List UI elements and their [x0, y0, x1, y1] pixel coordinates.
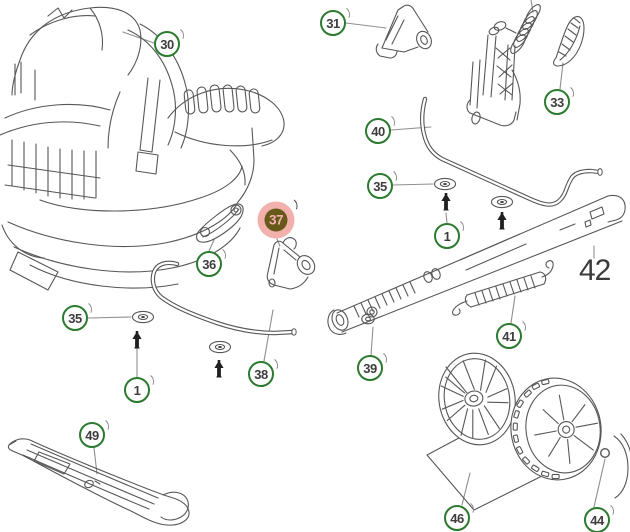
- wheel-tire-drawing: [510, 377, 602, 481]
- callout-39[interactable]: 39: [357, 350, 389, 381]
- wheel-disc-drawing: [438, 352, 516, 446]
- callout-30[interactable]: 30: [154, 26, 186, 57]
- callout-number: 46: [450, 510, 464, 526]
- grip-33-drawing: [553, 15, 585, 67]
- callout-35[interactable]: 35: [62, 300, 94, 331]
- bar-40-drawing: [420, 96, 603, 207]
- callout-35[interactable]: 35: [367, 168, 399, 199]
- nut-39-drawing: [361, 306, 378, 325]
- callout-crescent-mark: [283, 197, 300, 214]
- leader-lines: [87, 0, 606, 508]
- callout-crescent-mark: [140, 372, 156, 390]
- blade-49-drawing: [7, 438, 190, 526]
- callout-number: 38: [254, 366, 268, 382]
- callout-number: 36: [202, 256, 216, 272]
- callout-44[interactable]: 44: [584, 502, 616, 532]
- bracket-31-drawing: [375, 4, 432, 59]
- callout-38[interactable]: 38: [248, 356, 280, 387]
- callout-number: 33: [550, 94, 564, 110]
- callout-33[interactable]: 33: [544, 84, 576, 115]
- part-label-42[interactable]: 42: [579, 254, 611, 287]
- ring-44-drawing: [600, 448, 611, 459]
- callout-number: 35: [373, 178, 387, 194]
- link-36-drawing: [196, 203, 244, 243]
- callout-inner-disc: 37: [264, 208, 288, 232]
- spring-41-drawing: [452, 260, 554, 316]
- beam-42-drawing: [327, 194, 626, 335]
- callout-37-selected[interactable]: 37: [257, 197, 300, 239]
- callout-number: 49: [85, 427, 99, 443]
- callout-number: 30: [160, 36, 174, 52]
- callout-31[interactable]: 31: [320, 5, 352, 36]
- callout-46[interactable]: 46: [444, 500, 476, 531]
- bracket-37-drawing: [266, 237, 316, 290]
- callout-number: 41: [502, 328, 516, 344]
- callout-1[interactable]: 1: [434, 218, 466, 249]
- callout-number: 44: [590, 512, 604, 528]
- callout-crescent-mark: [450, 218, 466, 236]
- edge-part-drawing: [613, 433, 630, 499]
- callout-number: 31: [326, 15, 340, 31]
- callout-number: 40: [371, 123, 385, 139]
- mower-body-drawing: [0, 6, 285, 291]
- callout-number: 35: [68, 310, 82, 326]
- callout-49[interactable]: 49: [79, 417, 111, 448]
- callout-41[interactable]: 41: [496, 318, 528, 349]
- bar-38-drawing: [150, 260, 297, 336]
- handle-lock-assembly-drawing: [466, 4, 541, 127]
- callout-1[interactable]: 1: [124, 372, 156, 403]
- callout-number: 37: [268, 212, 284, 228]
- callout-number: 1: [133, 382, 141, 398]
- callout-number: 1: [443, 228, 451, 244]
- callout-36[interactable]: 36: [196, 246, 228, 277]
- callout-number: 39: [363, 360, 377, 376]
- callout-40[interactable]: 40: [365, 113, 397, 144]
